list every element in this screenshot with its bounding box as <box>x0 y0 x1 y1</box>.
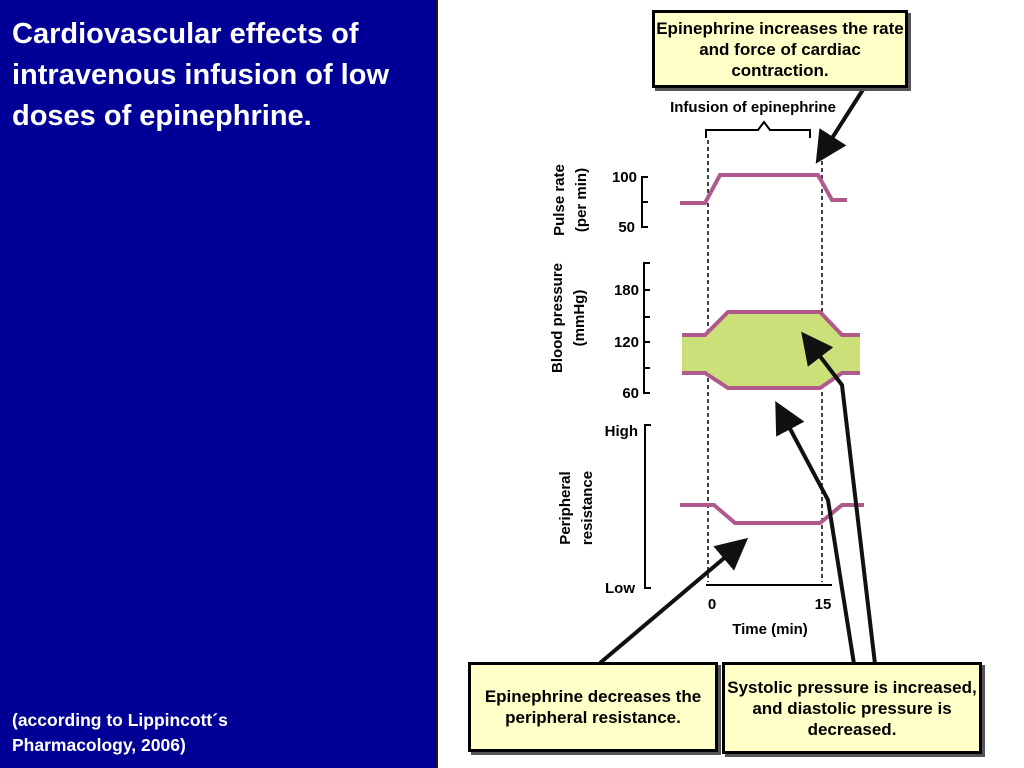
bp-axis <box>643 262 650 394</box>
resistance-tick-high: High <box>605 423 638 440</box>
bp-tick-60: 60 <box>622 385 639 402</box>
resistance-callout: Epinephrine decreases the peripheral res… <box>468 662 718 752</box>
epinephrine-diagram: Infusion of epinephrine Pulse rate (per … <box>549 86 877 665</box>
citation-line-1: (according to Lippincott´s <box>12 710 228 730</box>
resistance-arrow <box>598 537 749 665</box>
time-axis-label: Time (min) <box>732 621 808 638</box>
bp-systolic-curve <box>682 310 860 337</box>
resistance-axis-label-1: Peripheral <box>557 471 574 544</box>
resistance-callout-text: Epinephrine decreases the peripheral res… <box>484 687 702 727</box>
resistance-axis <box>644 424 651 589</box>
bp-diastolic-curve <box>682 371 860 390</box>
resistance-curve <box>680 503 864 525</box>
infusion-bracket <box>705 120 811 138</box>
pulse-axis-label-2: (per min) <box>573 168 590 232</box>
time-tick-0: 0 <box>708 596 716 613</box>
resistance-tick-low: Low <box>605 580 635 597</box>
bp-axis-label-1: Blood pressure <box>549 263 566 373</box>
diastolic-arrow <box>775 400 856 665</box>
time-tick-15: 15 <box>815 596 832 613</box>
citation: (according to Lippincott´s Pharmacology,… <box>12 708 412 758</box>
bp-band <box>682 312 860 388</box>
citation-line-2: Pharmacology, 2006) <box>12 735 186 755</box>
pressure-callout: Systolic pressure is increased, and dias… <box>722 662 982 754</box>
slide-title: Cardiovascular effects of intravenous in… <box>12 18 389 132</box>
pulse-tick-100: 100 <box>612 169 637 186</box>
cardiac-callout-text: Epinephrine increases the rate and force… <box>656 18 904 80</box>
cardiac-callout: Epinephrine increases the rate and force… <box>652 10 908 88</box>
pulse-axis-label-1: Pulse rate <box>551 164 568 236</box>
pulse-curve <box>680 173 847 205</box>
cardiac-arrow <box>815 86 866 164</box>
diagram-panel: Infusion of epinephrine Pulse rate (per … <box>436 0 1024 768</box>
pulse-axis <box>641 176 648 228</box>
bp-tick-180: 180 <box>614 282 639 299</box>
pulse-tick-50: 50 <box>618 219 635 236</box>
bp-axis-label-2: (mmHg) <box>571 290 588 347</box>
bp-tick-120: 120 <box>614 334 639 351</box>
pressure-callout-text: Systolic pressure is increased, and dias… <box>727 677 977 739</box>
systolic-arrow <box>801 331 877 665</box>
resistance-axis-label-2: resistance <box>579 471 596 545</box>
title-panel: Cardiovascular effects of intravenous in… <box>0 0 436 768</box>
infusion-label: Infusion of epinephrine <box>670 99 836 116</box>
